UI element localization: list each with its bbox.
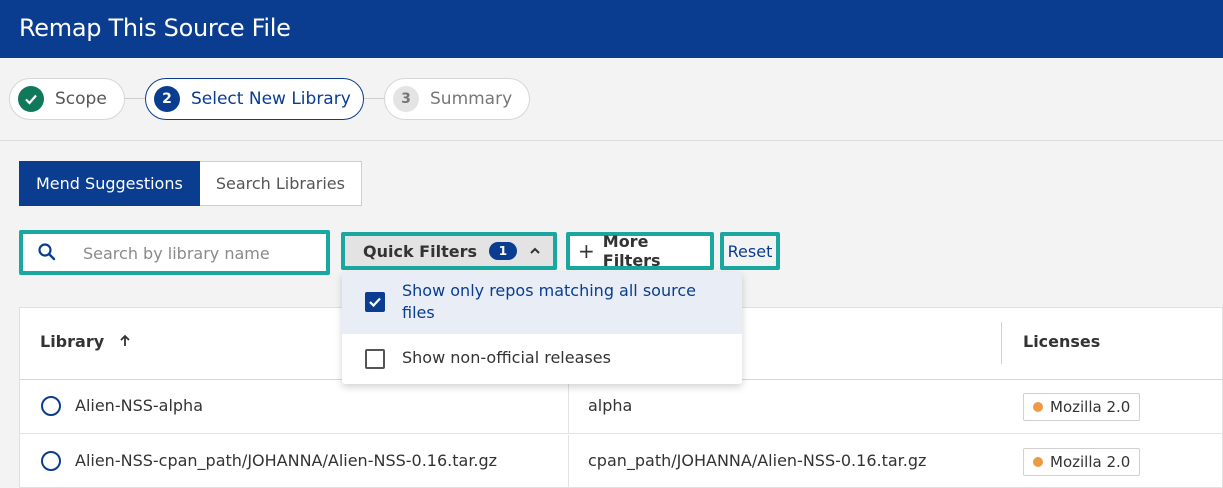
tab-mend-suggestions[interactable]: Mend Suggestions [19,161,200,206]
row-radio[interactable] [41,451,61,471]
more-filters-label: More Filters [602,232,661,270]
menu-item-label: Show non-official releases [402,348,611,367]
search-input[interactable]: Search by library name [19,230,330,275]
step-summary[interactable]: 3 Summary [384,78,530,120]
library-name: Alien-NSS-cpan_path/JOHANNA/Alien-NSS-0.… [75,451,498,470]
check-icon [369,297,381,308]
checkbox-checked[interactable] [365,292,385,312]
step-label: Scope [55,89,107,109]
license-risk-dot [1033,457,1043,467]
plus-icon: + [578,239,595,263]
library-version: cpan_path/JOHANNA/Alien-NSS-0.16.tar.gz [588,451,927,470]
dialog-title: Remap This Source File [19,14,291,42]
license-risk-dot [1033,402,1043,412]
reset-link[interactable]: Reset [720,232,780,270]
step-connector [125,98,145,99]
library-version: alpha [588,396,633,415]
chevron-up-icon [530,247,540,254]
filter-count-badge: 1 [488,242,517,260]
search-placeholder: Search by library name [83,244,270,263]
main-content: Mend Suggestions Search Libraries Search… [0,142,1223,488]
search-icon [38,243,56,261]
license-badge: Mozilla 2.0 [1023,393,1141,421]
menu-item-non-official-releases[interactable]: Show non-official releases [342,334,742,384]
tab-search-libraries[interactable]: Search Libraries [199,161,362,206]
menu-item-match-all-source-files[interactable]: Show only repos matching all source file… [342,272,742,334]
quick-filters-menu: Show only repos matching all source file… [342,272,742,384]
quick-filters-button[interactable]: Quick Filters 1 [341,232,557,270]
step-scope[interactable]: Scope [9,78,125,120]
checkbox-unchecked[interactable] [365,349,385,369]
sort-ascending-icon [120,334,130,346]
column-divider [568,380,569,434]
stepper: Scope 2 Select New Library 3 Summary [0,58,1223,141]
step-number: 2 [154,86,180,112]
step-label: Select New Library [191,89,351,109]
source-tabs: Mend Suggestions Search Libraries [19,161,362,206]
table-row[interactable]: Alien-NSS-alpha alpha Mozilla 2.0 [20,380,1223,434]
column-divider [1001,322,1002,364]
column-header-licenses[interactable]: Licenses [1023,332,1101,351]
column-divider [568,435,569,488]
table-row[interactable]: Alien-NSS-cpan_path/JOHANNA/Alien-NSS-0.… [20,435,1223,488]
step-select-new-library[interactable]: 2 Select New Library [145,78,364,120]
library-name: Alien-NSS-alpha [75,396,203,415]
step-number: 3 [393,86,419,112]
license-badge: Mozilla 2.0 [1023,448,1141,476]
more-filters-button[interactable]: + More Filters [566,232,714,270]
step-label: Summary [430,89,513,109]
row-radio[interactable] [41,396,61,416]
check-icon [18,86,44,112]
column-header-library[interactable]: Library [40,332,132,351]
step-connector [364,98,384,99]
dialog-header: Remap This Source File [0,0,1223,58]
quick-filters-label: Quick Filters [363,241,477,261]
menu-item-label: Show only repos matching all source file… [402,281,696,322]
